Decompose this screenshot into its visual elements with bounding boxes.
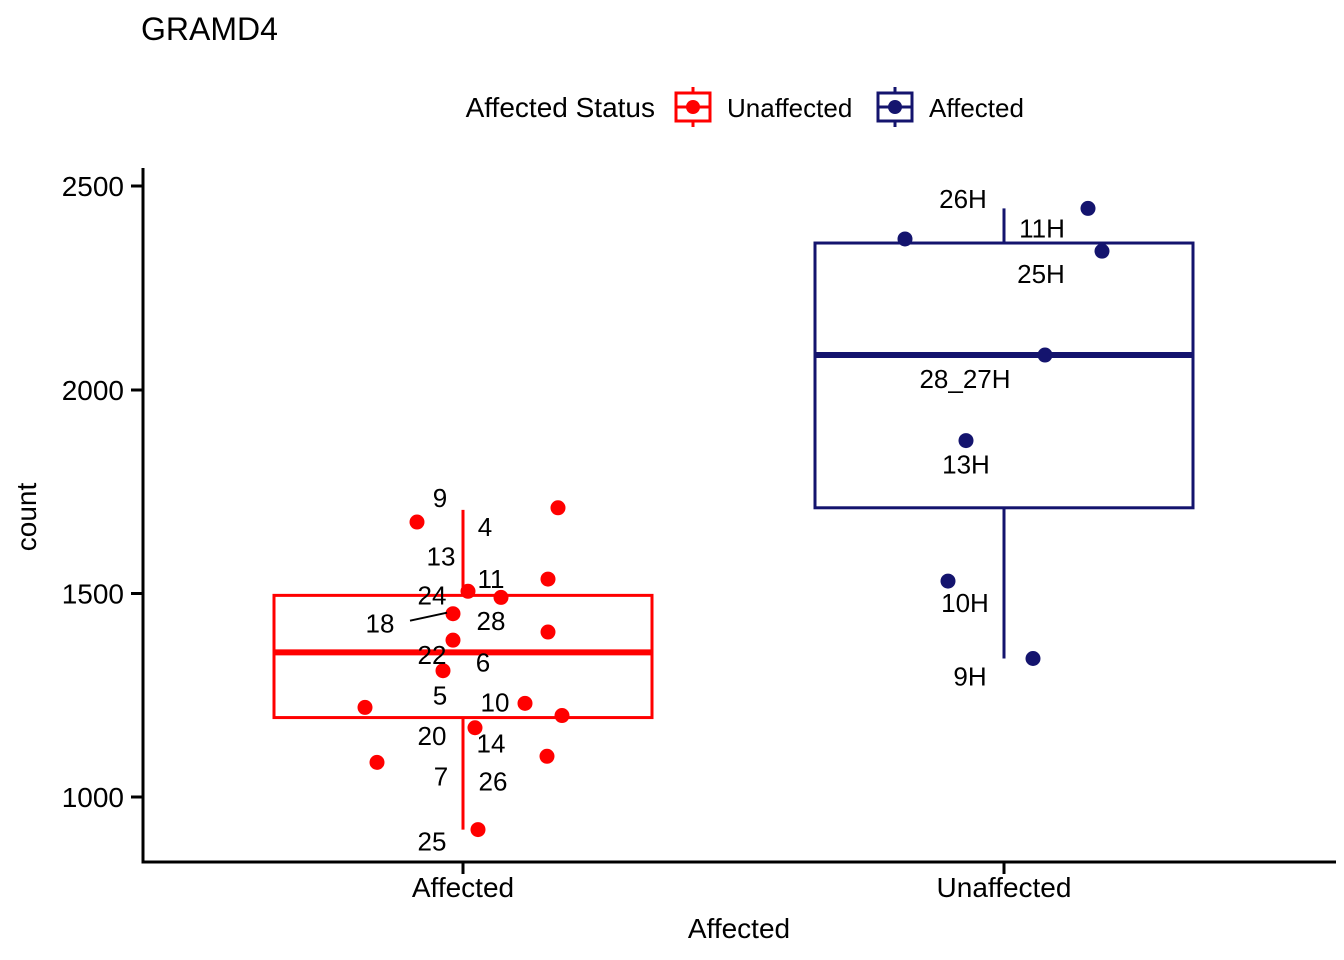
legend-key-dot [888,100,902,114]
point-label: 7 [434,761,448,791]
data-point [493,589,509,605]
data-point [550,500,566,516]
point-label: 25H [1017,259,1065,289]
data-point [1094,243,1110,259]
point-label: 14 [477,729,506,759]
plot-marks: 9 4 13 11 24 18 28 22 65 10 14 20 7 26 25 26H 11H 25H 28_2… [272,184,1195,857]
point-label: 28 [477,606,506,636]
legend-title: Affected Status [466,92,655,123]
y-tick-label: 1000 [62,782,124,813]
data-point [1025,651,1041,667]
data-point [369,754,385,770]
data-point [539,748,555,764]
chart-title: GRAMD4 [141,11,278,47]
point-label: 6 [476,648,490,678]
x-tick-label-affected: Affected [412,872,514,903]
x-tick-label-unaffected: Unaffected [937,872,1072,903]
point-label: 13 [427,541,456,571]
point-label: 24 [418,580,447,610]
data-point [540,624,556,640]
data-point [357,699,373,715]
legend: Affected Status Unaffected Affected [466,87,1024,127]
data-point [445,632,461,648]
y-axis-title: count [11,483,42,552]
data-point [460,583,476,599]
data-point [540,571,556,587]
data-point [554,708,570,724]
point-label: 26 [479,766,508,796]
legend-label-unaffected: Unaffected [727,93,852,123]
data-point [897,231,913,247]
point-label: 9 [433,483,447,513]
data-point [517,695,533,711]
y-tick-label: 1500 [62,579,124,610]
point-label: 13H [942,450,990,480]
data-point [467,720,483,736]
y-tick-label: 2000 [62,375,124,406]
point-label: 20 [418,721,447,751]
data-point [940,573,956,589]
data-point [1080,200,1096,216]
point-label: 25 [418,827,447,857]
data-point [409,514,425,530]
point-label: 11 [478,564,505,594]
axes: 2500 2000 1500 1000 Affected Unaffected … [11,168,1336,944]
data-point [445,606,461,622]
legend-key-affected-icon [876,87,914,127]
point-label: 4 [478,512,492,542]
point-label: 28_27H [919,364,1010,394]
legend-label-affected: Affected [929,93,1024,123]
data-point [435,663,451,679]
label-leader-line [409,611,448,622]
point-label: 26H [939,184,987,214]
point-label: 22 [418,640,447,670]
data-point [470,822,486,838]
point-label: 10 [481,687,510,717]
box-affected [272,593,654,720]
point-label: 10H [941,588,989,618]
y-tick-label: 2500 [62,171,124,202]
point-label: 11H [1019,213,1065,243]
legend-key-unaffected-icon [674,87,712,127]
x-axis-title: Affected [688,913,790,944]
point-label: 9H [953,662,986,692]
data-point [1037,347,1053,363]
legend-key-dot [686,100,700,114]
point-label: 18 [366,609,395,639]
point-label: 5 [433,680,447,710]
data-point [958,433,974,449]
box-unaffected [813,241,1195,510]
